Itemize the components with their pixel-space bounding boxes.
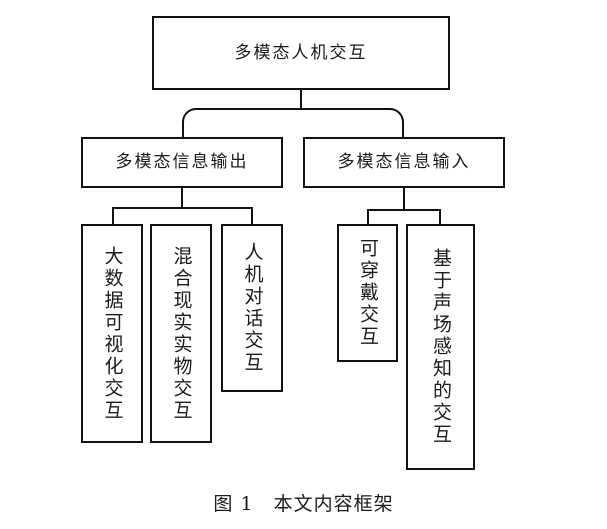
- connector-output-split: [112, 207, 253, 225]
- connector-input-split: [367, 209, 441, 225]
- node-leaf-acoustic-field-label: 基于声场感知的交互: [430, 248, 452, 446]
- node-leaf-data-visualization-label: 大数据可视化交互: [101, 245, 124, 422]
- node-leaf-data-visualization: 大数据可视化交互: [81, 224, 143, 443]
- figure-caption-title: 本文内容框架: [273, 493, 394, 515]
- figure-caption: 图 1 本文内容框架: [0, 489, 607, 516]
- node-branch-output: 多模态信息输出: [81, 137, 283, 188]
- node-leaf-mixed-reality: 混合现实实物交互: [150, 224, 212, 443]
- node-leaf-dialogue-label: 人机对话交互: [241, 242, 264, 374]
- node-leaf-acoustic-field: 基于声场感知的交互: [406, 224, 475, 470]
- node-branch-output-label: 多模态信息输出: [115, 152, 249, 173]
- figure-caption-number: 图 1: [213, 493, 254, 515]
- connector-output-stem: [181, 188, 183, 208]
- node-leaf-wearable-label: 可穿戴交互: [357, 238, 379, 348]
- node-root: 多模态人机交互: [152, 16, 450, 90]
- connector-root-stem: [300, 90, 302, 109]
- node-leaf-dialogue: 人机对话交互: [221, 224, 283, 392]
- node-branch-input: 多模态信息输入: [303, 137, 505, 188]
- node-leaf-wearable: 可穿戴交互: [337, 224, 398, 362]
- connector-root-split: [182, 108, 404, 138]
- node-branch-input-label: 多模态信息输入: [337, 152, 471, 173]
- node-leaf-mixed-reality-label: 混合现实实物交互: [170, 245, 193, 422]
- node-root-label: 多模态人机交互: [234, 42, 368, 63]
- connector-input-stem: [403, 188, 405, 210]
